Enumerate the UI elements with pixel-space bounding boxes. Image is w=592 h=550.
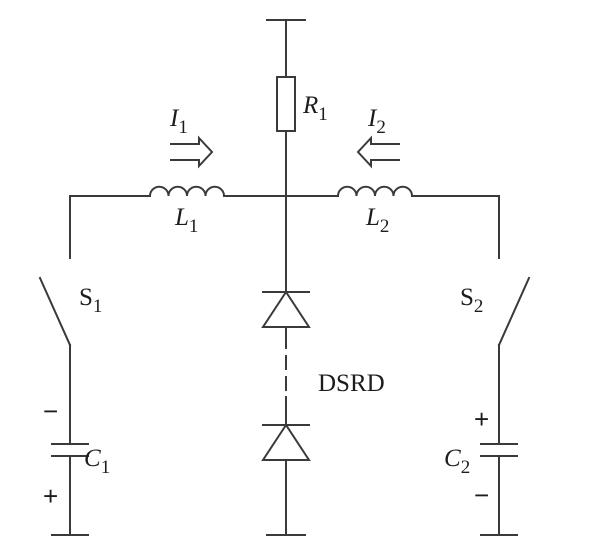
arrow-left-icon bbox=[356, 135, 400, 169]
label-l1: L1 bbox=[174, 204, 198, 237]
c1-polarity-top: − bbox=[43, 396, 58, 426]
diode-bottom-triangle-icon bbox=[261, 423, 311, 461]
label-i1: I1 bbox=[169, 105, 188, 138]
label-r1: R1 bbox=[302, 92, 328, 125]
label-s2: S2 bbox=[460, 284, 483, 317]
diode-top-triangle-icon bbox=[261, 290, 311, 328]
label-s1: S1 bbox=[79, 284, 102, 317]
inductor-l2-coil bbox=[336, 185, 414, 198]
switch-s1-blade bbox=[38, 276, 72, 347]
label-c2: C2 bbox=[444, 445, 470, 478]
arrow-right-icon bbox=[170, 135, 214, 169]
label-l2: L2 bbox=[365, 204, 389, 237]
label-dsrd: DSRD bbox=[318, 370, 385, 397]
c2-polarity-top: + bbox=[474, 404, 489, 434]
label-i2: I2 bbox=[367, 105, 386, 138]
switch-s2-blade bbox=[497, 276, 531, 347]
c1-polarity-bottom: + bbox=[43, 481, 58, 511]
label-c1: C1 bbox=[84, 445, 110, 478]
c2-polarity-bottom: − bbox=[474, 480, 489, 510]
inductor-l1-coil bbox=[148, 185, 226, 198]
resistor-r1-body bbox=[276, 76, 296, 132]
